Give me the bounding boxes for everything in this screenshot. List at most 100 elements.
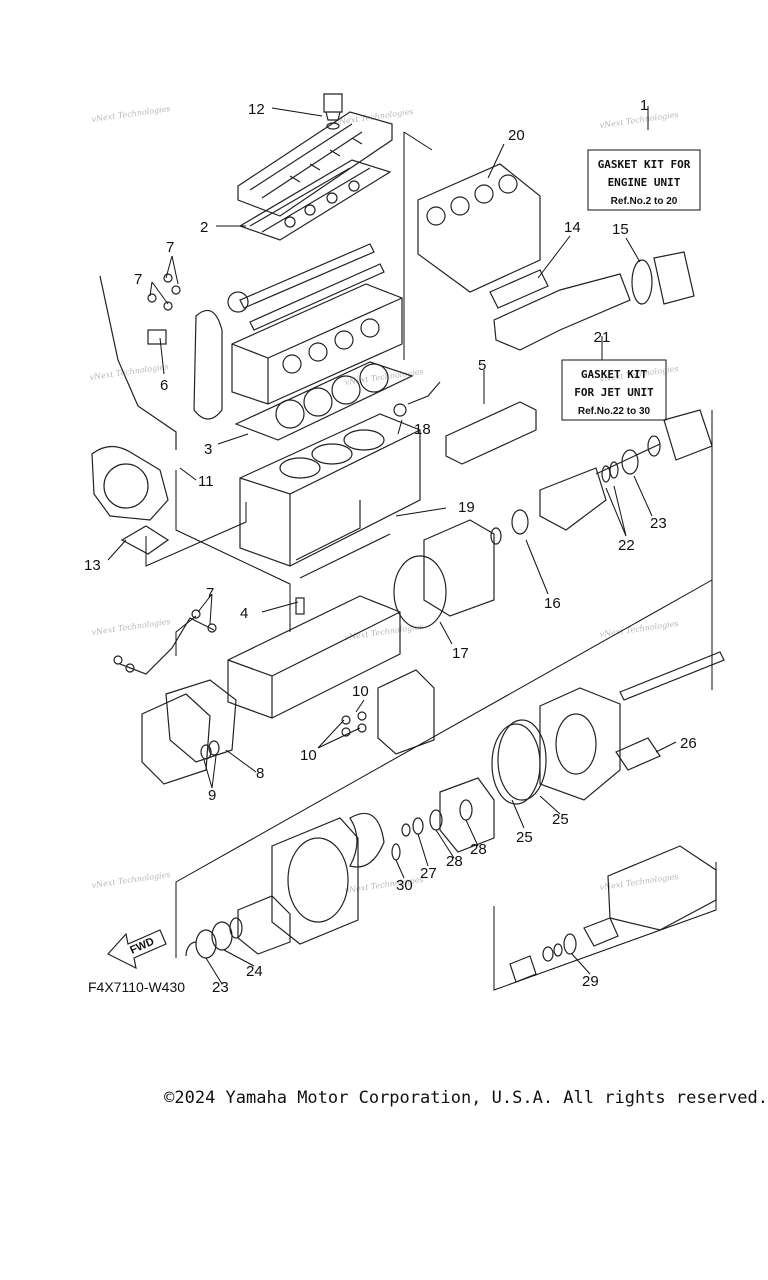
frame-lines — [145, 131, 717, 991]
kit-line2: FOR JET UNIT — [574, 386, 654, 399]
callout-25: 25 — [516, 829, 533, 846]
callout-14: 14 — [564, 219, 581, 236]
callout-4: 4 — [240, 605, 248, 622]
thermostat-cover — [147, 329, 167, 345]
callout-24: 24 — [246, 963, 263, 980]
watermark: vNext Technologies — [91, 104, 171, 124]
callout-12: 12 — [248, 101, 265, 118]
bearing-housing — [663, 409, 713, 461]
kit-line3: Ref.No.22 to 30 — [578, 406, 651, 417]
callout-10: 10 — [352, 683, 369, 700]
callout-8: 8 — [256, 765, 264, 782]
o-ring — [601, 465, 611, 483]
callout-2: 2 — [200, 219, 208, 236]
callout-21: 21 — [594, 329, 611, 346]
callout-25: 25 — [552, 811, 569, 828]
watermark: vNext Technologies — [344, 622, 424, 642]
callout-29: 29 — [582, 973, 599, 990]
callout-16: 16 — [544, 595, 561, 612]
kit-line2: ENGINE UNIT — [608, 176, 681, 189]
watermark-layer: vNext Technologies vNext Technologies vN… — [89, 104, 679, 895]
watermark: vNext Technologies — [599, 619, 679, 639]
diagram-code: F4X7110-W430 — [88, 979, 185, 995]
callout-17: 17 — [452, 645, 469, 662]
nozzle-cap — [583, 917, 619, 947]
oil-level-gauge — [99, 275, 177, 450]
kit-line1: GASKET KIT FOR — [598, 158, 691, 171]
callout-19: 19 — [458, 499, 475, 516]
o-ring — [491, 723, 541, 805]
oil-seal — [511, 509, 529, 535]
cylinder-head-cover — [237, 111, 393, 217]
cylinder-head — [231, 283, 403, 405]
coupling-housing — [423, 519, 495, 617]
callout-15: 15 — [612, 221, 629, 238]
o-ring — [326, 122, 340, 130]
callout-27: 27 — [420, 865, 437, 882]
camshaft — [249, 263, 385, 331]
callout-7: 7 — [134, 271, 142, 288]
timing-chain — [193, 309, 223, 420]
engine-unit-group — [91, 93, 713, 785]
kit-line3: Ref.No.2 to 20 — [611, 196, 678, 207]
callout-28: 28 — [470, 841, 487, 858]
impeller — [349, 812, 385, 868]
callout-layer: 12 20 2 7 7 6 3 11 13 14 15 18 5 19 4 16… — [84, 101, 697, 996]
o-ring — [609, 461, 619, 479]
oil-seal — [195, 929, 217, 959]
oil-pump-gasket — [165, 679, 237, 763]
o-ring — [391, 843, 401, 861]
callout-20: 20 — [508, 127, 525, 144]
shaft-sleeve — [509, 955, 537, 983]
callout-13: 13 — [84, 557, 101, 574]
callout-3: 3 — [204, 441, 212, 458]
oil-filler-cap — [323, 93, 343, 121]
intercooler — [445, 401, 537, 465]
oil-seal — [211, 921, 233, 951]
oil-pump — [141, 693, 211, 785]
watermark: vNext Technologies — [344, 367, 424, 387]
callout-10: 10 — [300, 747, 317, 764]
camshaft — [239, 243, 375, 309]
o-ring — [497, 719, 547, 801]
exhaust-manifold — [417, 163, 541, 293]
head-cover-gasket — [238, 159, 392, 241]
intake-gasket — [615, 737, 661, 771]
leader-lines — [107, 106, 677, 985]
coupling-housing-gasket — [393, 555, 447, 629]
fwd-arrow-icon: FWD — [107, 929, 167, 970]
callout-6: 6 — [160, 377, 168, 394]
callout-28: 28 — [446, 853, 463, 870]
drive-coupling — [539, 467, 607, 531]
jet-gasket-kit-label: 21 GASKET KIT FOR JET UNIT Ref.No.22 to … — [561, 329, 667, 421]
filter-housing — [377, 669, 435, 755]
callout-26: 26 — [680, 735, 697, 752]
watermark: vNext Technologies — [334, 107, 414, 127]
turbocharger — [91, 445, 169, 521]
watermark: vNext Technologies — [91, 617, 171, 637]
oil-pipe — [119, 617, 215, 675]
bearing — [412, 817, 424, 835]
exhaust-gasket — [489, 269, 549, 309]
callout-7: 7 — [166, 239, 174, 256]
callout-23: 23 — [212, 979, 229, 996]
bearing-cover — [237, 895, 291, 955]
o-ring — [563, 933, 577, 955]
callout-23: 23 — [650, 515, 667, 532]
jet-pump-housing — [539, 687, 621, 801]
drive-shaft — [619, 651, 725, 701]
muffler-joint — [653, 251, 695, 305]
engine-gasket-kit-label: 1 GASKET KIT FOR ENGINE UNIT Ref.No.2 to… — [587, 97, 701, 211]
exhaust-pipe — [493, 273, 631, 351]
impeller-liner — [439, 777, 495, 853]
callout-9: 9 — [208, 787, 216, 804]
callout-22: 22 — [618, 537, 635, 554]
cylinder-head-gasket — [234, 361, 414, 441]
watermark: vNext Technologies — [89, 362, 169, 382]
watermark: vNext Technologies — [91, 870, 171, 890]
kit-line1: GASKET KIT — [581, 368, 648, 381]
callout-7: 7 — [206, 585, 214, 602]
stator-housing — [271, 817, 359, 945]
copyright-notice: ©2024 Yamaha Motor Corporation, U.S.A. A… — [164, 1088, 768, 1108]
water-pump-seal — [393, 403, 407, 417]
